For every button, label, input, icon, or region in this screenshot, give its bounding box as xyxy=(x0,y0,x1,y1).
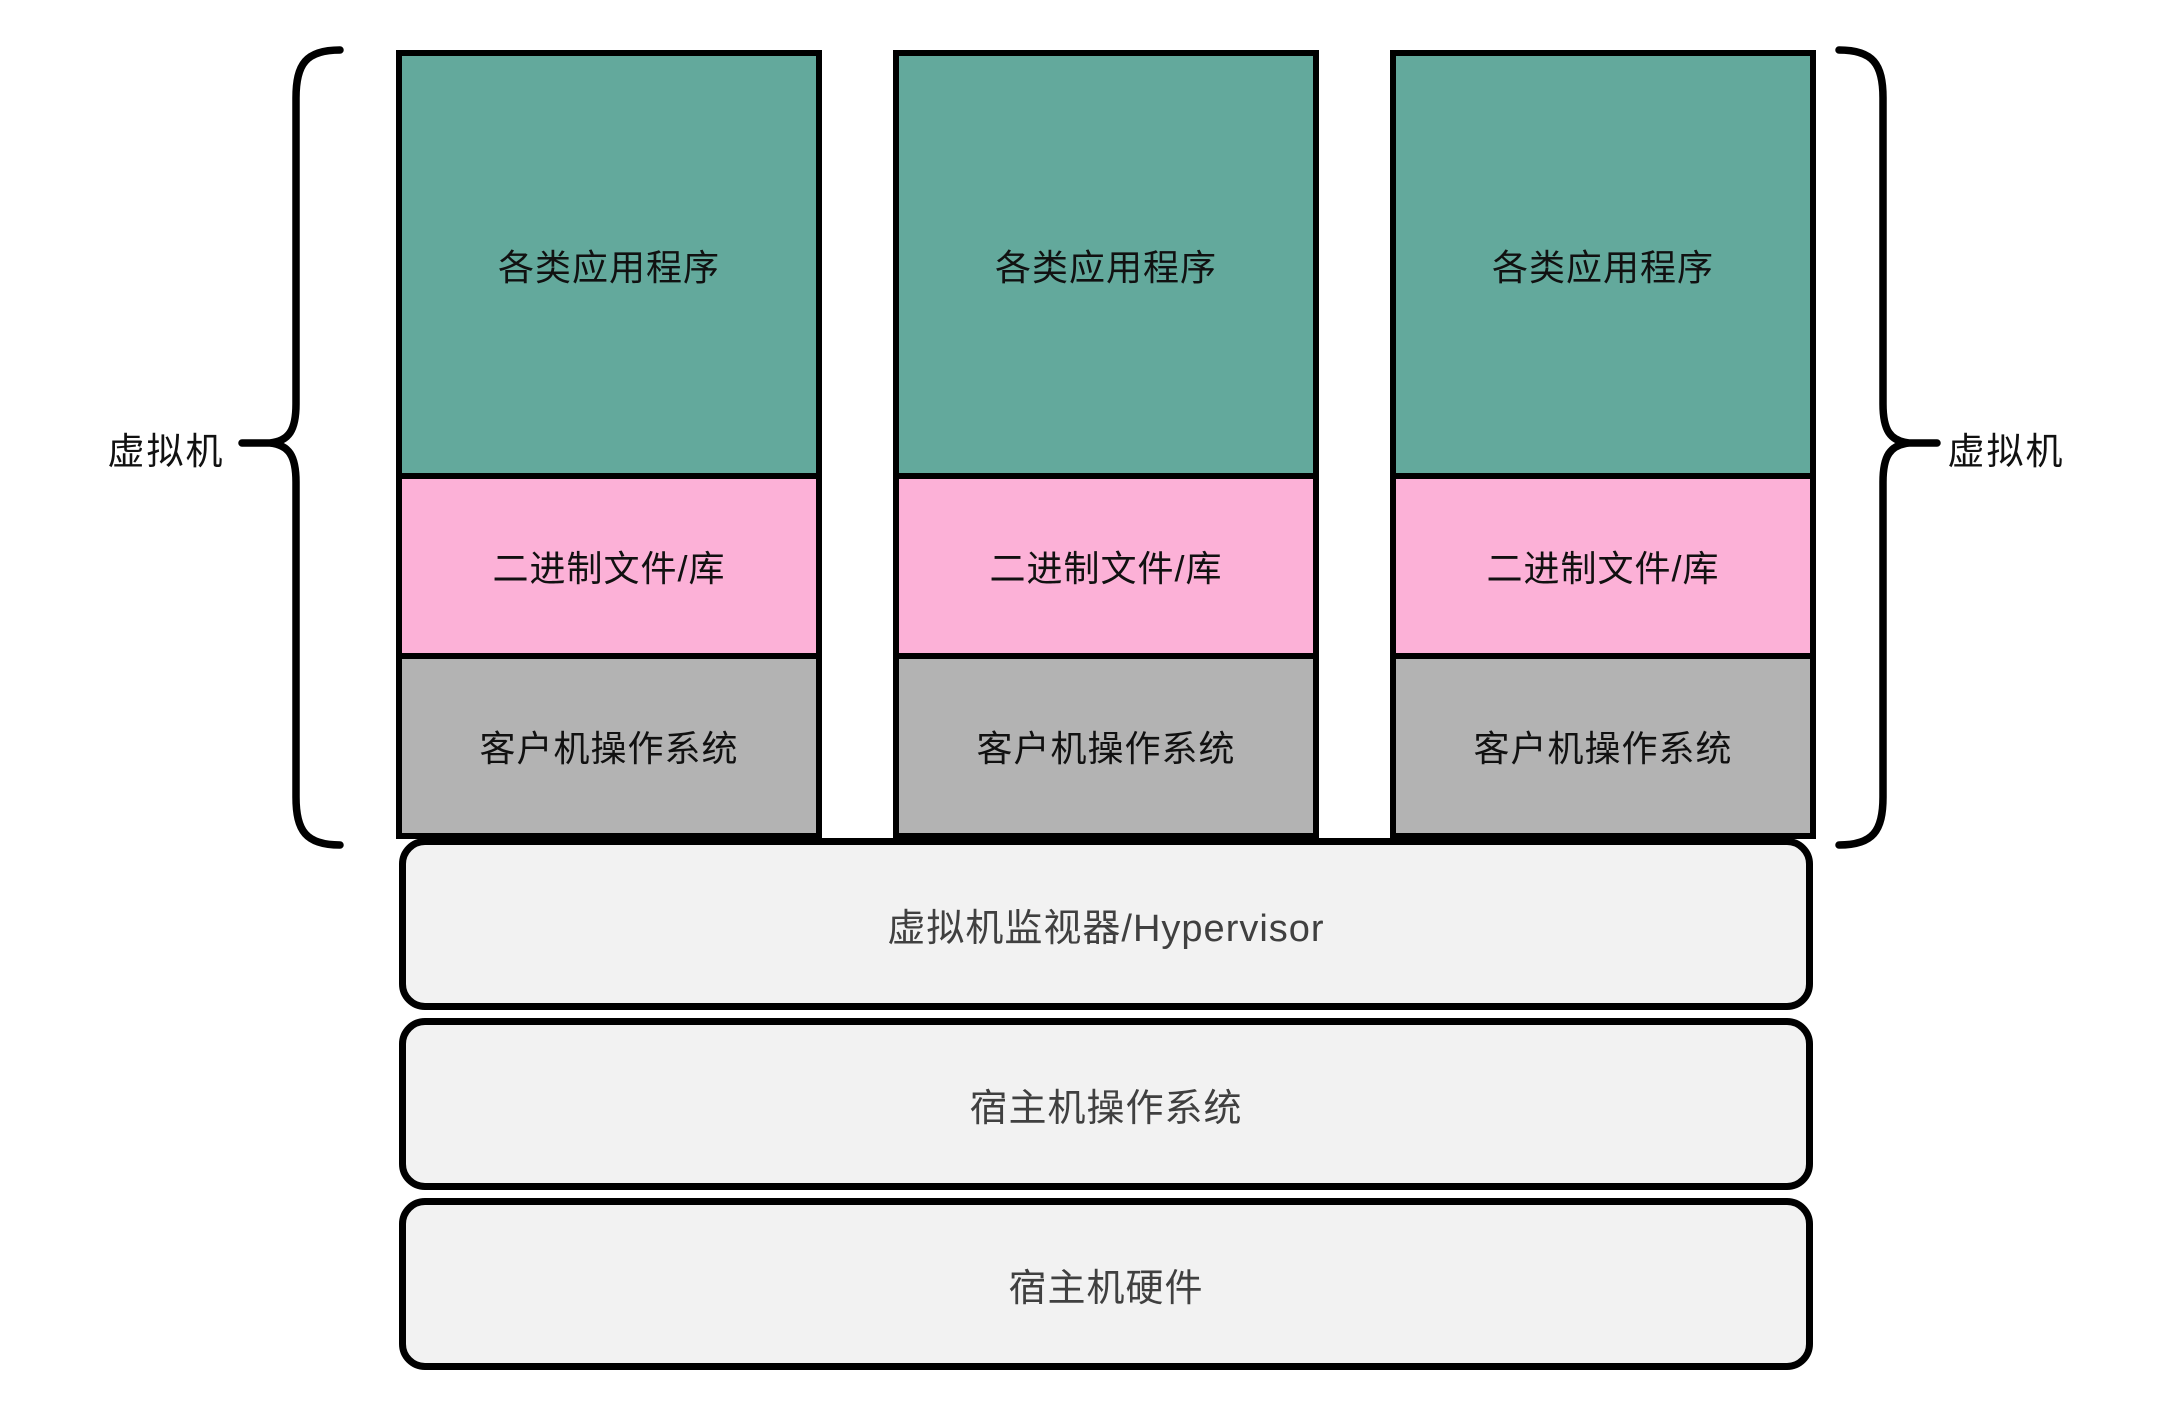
vm-column-3: 各类应用程序 二进制文件/库 客户机操作系统 xyxy=(1390,50,1816,839)
guest-os-layer-label: 客户机操作系统 xyxy=(1473,728,1733,769)
guest-os-layer-label: 客户机操作系统 xyxy=(976,728,1236,769)
apps-layer: 各类应用程序 xyxy=(1390,50,1816,479)
apps-layer: 各类应用程序 xyxy=(396,50,822,479)
binaries-layer-label: 二进制文件/库 xyxy=(1486,548,1720,589)
guest-os-layer-label: 客户机操作系统 xyxy=(479,728,739,769)
binaries-layer: 二进制文件/库 xyxy=(1390,473,1816,659)
binaries-layer: 二进制文件/库 xyxy=(396,473,822,659)
apps-layer-label: 各类应用程序 xyxy=(497,246,720,288)
binaries-layer-label: 二进制文件/库 xyxy=(989,548,1223,589)
right-brace-icon xyxy=(1835,46,1941,849)
binaries-layer: 二进制文件/库 xyxy=(893,473,1319,659)
host-os-box: 宿主机操作系统 xyxy=(399,1018,1813,1190)
binaries-layer-label: 二进制文件/库 xyxy=(492,548,726,589)
guest-os-layer: 客户机操作系统 xyxy=(1390,653,1816,839)
host-os-label: 宿主机操作系统 xyxy=(969,1087,1243,1130)
guest-os-layer: 客户机操作系统 xyxy=(396,653,822,839)
vm-label-right: 虚拟机 xyxy=(1947,431,2065,472)
apps-layer-label: 各类应用程序 xyxy=(994,246,1217,288)
apps-layer-label: 各类应用程序 xyxy=(1491,246,1714,288)
guest-os-layer: 客户机操作系统 xyxy=(893,653,1319,839)
vm-column-2: 各类应用程序 二进制文件/库 客户机操作系统 xyxy=(893,50,1319,839)
vm-column-1: 各类应用程序 二进制文件/库 客户机操作系统 xyxy=(396,50,822,839)
vm-label-left: 虚拟机 xyxy=(107,431,225,472)
host-hardware-label: 宿主机硬件 xyxy=(1008,1267,1204,1310)
hypervisor-box: 虚拟机监视器/Hypervisor xyxy=(399,838,1813,1010)
left-brace-icon xyxy=(238,46,344,849)
host-hardware-box: 宿主机硬件 xyxy=(399,1198,1813,1370)
apps-layer: 各类应用程序 xyxy=(893,50,1319,479)
hypervisor-label: 虚拟机监视器/Hypervisor xyxy=(887,907,1325,950)
